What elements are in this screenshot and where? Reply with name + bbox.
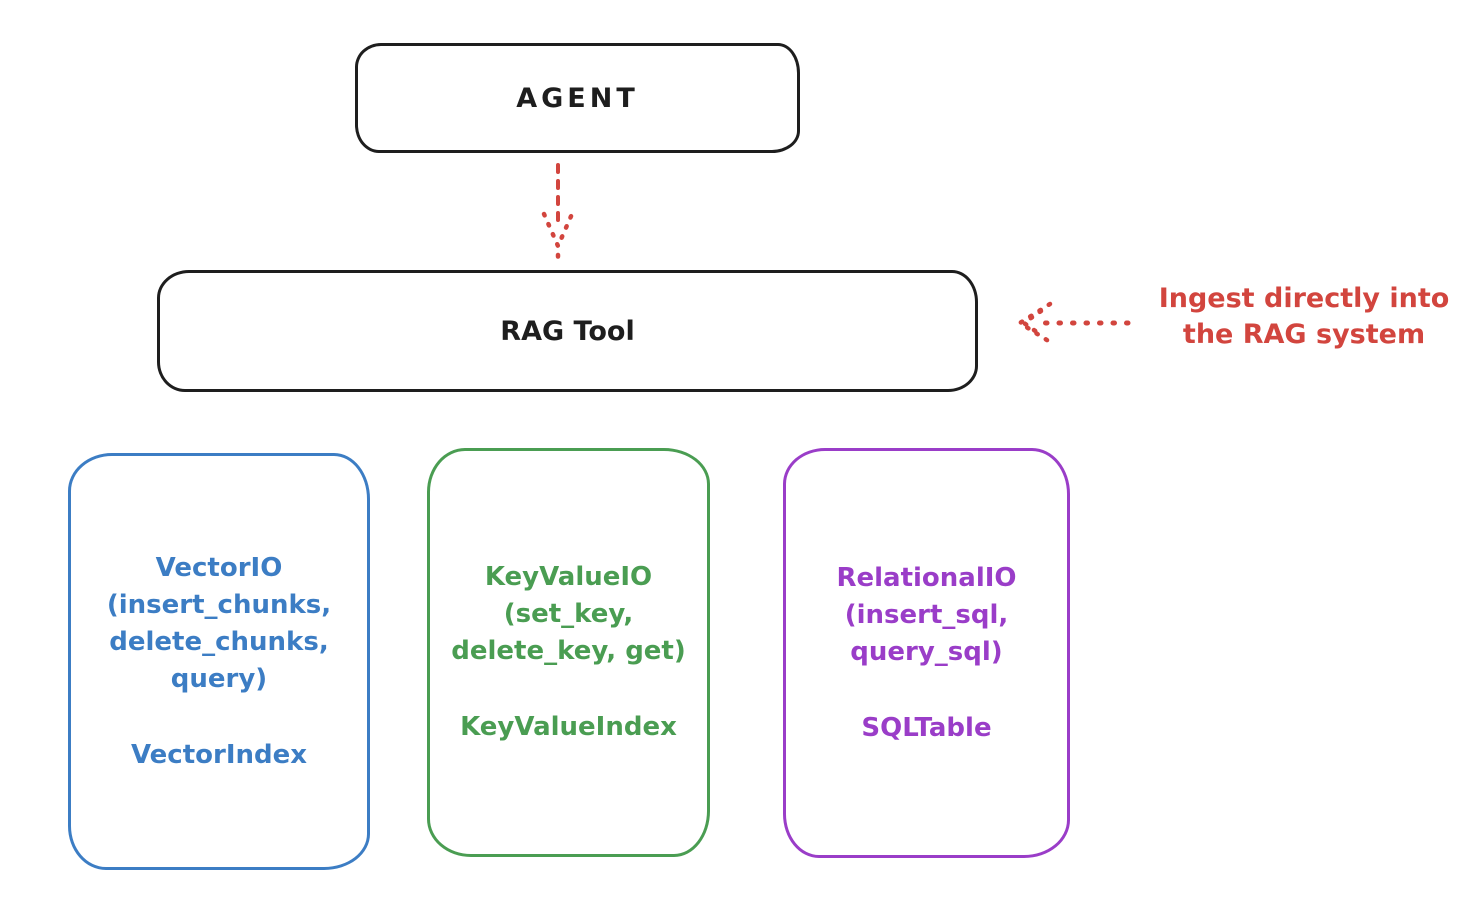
keyvalue-io-node: KeyValueIO (set_key, delete_key, get) Ke… xyxy=(427,448,710,857)
agent-label: AGENT xyxy=(516,82,639,114)
vector-io-title: VectorIO xyxy=(155,552,283,583)
relational-io-node: RelationalIO (insert_sql, query_sql) SQL… xyxy=(783,448,1070,858)
relational-io-title: RelationalIO xyxy=(836,562,1017,593)
keyvalue-io-title: KeyValueIO xyxy=(484,562,653,592)
relational-io-methods-line1: (insert_sql, xyxy=(844,599,1009,630)
ingest-annotation: Ingest directly into the RAG system xyxy=(1130,281,1478,353)
sql-table-label: SQLTable xyxy=(861,712,992,743)
keyvalue-io-methods-line2: delete_key, get) xyxy=(451,636,686,666)
agent-to-ragtool-arrow-icon xyxy=(541,163,575,259)
vector-io-node: VectorIO (insert_chunks, delete_chunks, … xyxy=(68,453,370,870)
vector-io-methods-line2: delete_chunks, xyxy=(109,626,329,657)
agent-node: AGENT xyxy=(355,43,800,153)
rag-tool-node: RAG Tool xyxy=(157,270,978,392)
keyvalue-index-label: KeyValueIndex xyxy=(460,712,677,742)
vector-io-methods-line3: query) xyxy=(170,663,268,694)
ingest-arrow-icon xyxy=(1015,301,1131,345)
ingest-annotation-line2: the RAG system xyxy=(1182,319,1426,350)
vector-io-methods-line1: (insert_chunks, xyxy=(106,589,332,620)
vector-index-label: VectorIndex xyxy=(130,739,308,770)
relational-io-methods-line2: query_sql) xyxy=(850,636,1003,667)
rag-tool-label: RAG Tool xyxy=(500,315,635,347)
ingest-annotation-line1: Ingest directly into xyxy=(1158,283,1450,314)
keyvalue-io-methods-line1: (set_key, xyxy=(503,599,634,629)
